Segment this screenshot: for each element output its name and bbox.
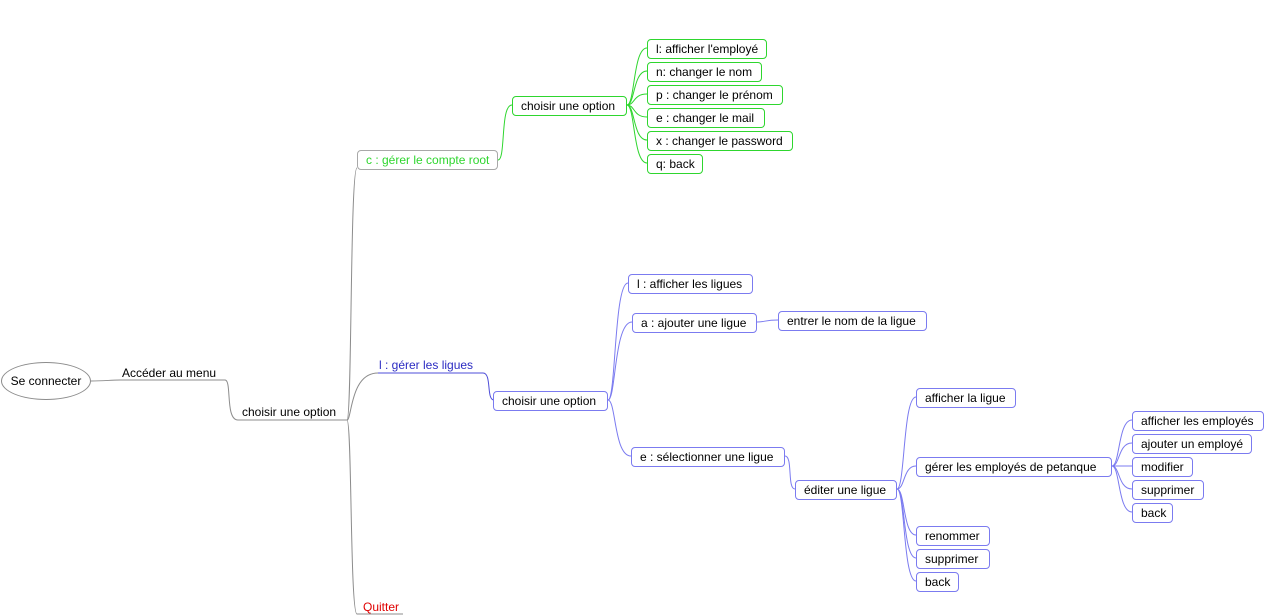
employes-option-back[interactable]: back — [1132, 503, 1173, 523]
root-option-changer-prenom[interactable]: p : changer le prénom — [647, 85, 783, 105]
root-option-changer-password[interactable]: x : changer le password — [647, 131, 793, 151]
employes-option-modifier[interactable]: modifier — [1132, 457, 1193, 477]
edit-option-afficher-la-ligue[interactable]: afficher la ligue — [916, 388, 1016, 408]
node-afficher-les-ligues[interactable]: l : afficher les ligues — [628, 274, 753, 294]
node-choisir-une-option-main[interactable]: choisir une option — [242, 405, 337, 419]
node-entrer-nom-ligue[interactable]: entrer le nom de la ligue — [778, 311, 927, 331]
node-ajouter-une-ligue[interactable]: a : ajouter une ligue — [632, 313, 757, 333]
edit-option-renommer[interactable]: renommer — [916, 526, 990, 546]
node-gerer-compte-root[interactable]: c : gérer le compte root — [357, 150, 498, 170]
root-option-changer-mail[interactable]: e : changer le mail — [647, 108, 765, 128]
node-ligues-choisir-une-option[interactable]: choisir une option — [493, 391, 608, 411]
employes-option-supprimer[interactable]: supprimer — [1132, 480, 1204, 500]
node-acceder-au-menu[interactable]: Accéder au menu — [122, 366, 217, 380]
employes-option-ajouter[interactable]: ajouter un employé — [1132, 434, 1252, 454]
edit-option-supprimer[interactable]: supprimer — [916, 549, 990, 569]
node-editer-une-ligue[interactable]: éditer une ligue — [795, 480, 897, 500]
edit-option-back[interactable]: back — [916, 572, 959, 592]
node-gerer-les-ligues[interactable]: l : gérer les ligues — [379, 358, 474, 372]
employes-option-afficher[interactable]: afficher les employés — [1132, 411, 1264, 431]
root-option-back[interactable]: q: back — [647, 154, 703, 174]
edit-option-gerer-employes[interactable]: gérer les employés de petanque — [916, 457, 1112, 477]
root-node-se-connecter[interactable]: Se connecter — [1, 362, 91, 400]
node-selectionner-une-ligue[interactable]: e : sélectionner une ligue — [631, 447, 785, 467]
root-option-changer-nom[interactable]: n: changer le nom — [647, 62, 762, 82]
root-option-afficher-employe[interactable]: l: afficher l'employé — [647, 39, 767, 59]
node-root-choisir-une-option[interactable]: choisir une option — [512, 96, 627, 116]
node-quitter[interactable]: Quitter — [363, 600, 400, 614]
